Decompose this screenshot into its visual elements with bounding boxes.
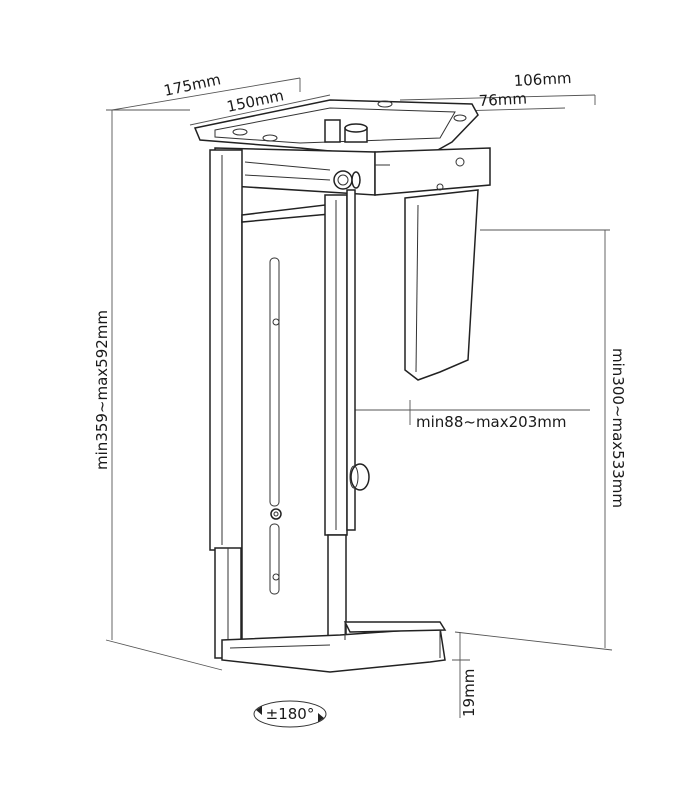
top-slider-bracket xyxy=(214,147,491,196)
dimension-lines xyxy=(105,77,613,718)
side-panel xyxy=(241,194,348,651)
base-height-label: 19mm xyxy=(460,669,478,717)
rotation-label: ±180° xyxy=(266,705,315,723)
top-depth-inner-label: 76mm xyxy=(478,89,527,110)
total-height-label: min359~max592mm xyxy=(93,310,111,470)
top-width-outer-label: 175mm xyxy=(162,70,222,100)
rear-column xyxy=(346,189,370,531)
rotation-arrow-icon xyxy=(256,706,262,715)
top-depth-outer-label: 106mm xyxy=(513,69,572,90)
inner-height-label: min300~max533mm xyxy=(609,348,627,508)
inner-width-label: min88~max203mm xyxy=(416,413,566,431)
base-tray xyxy=(221,621,447,673)
back-plate xyxy=(404,189,479,381)
rotation-symbol: ±180° xyxy=(253,700,327,728)
top-mount-plate xyxy=(193,99,479,161)
dimension-labels: 175mm 150mm 106mm 76mm min359~max592mm m… xyxy=(93,69,627,717)
front-column xyxy=(209,149,243,659)
